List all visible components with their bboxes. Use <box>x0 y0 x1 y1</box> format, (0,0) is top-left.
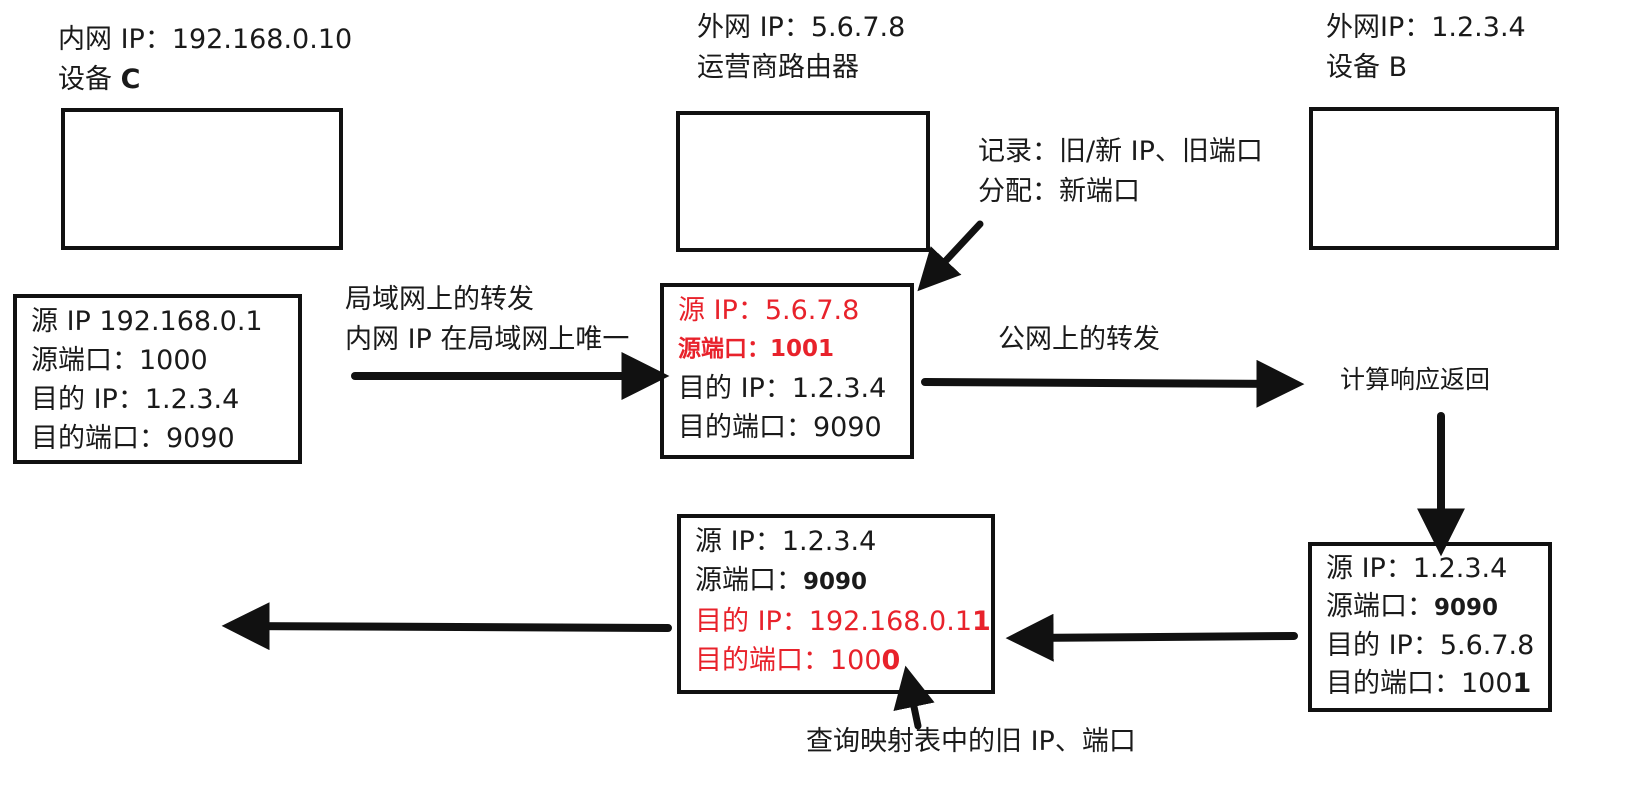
packet4-dst-ip-last: 1 <box>972 606 991 637</box>
arrow-router-note <box>917 220 984 292</box>
device-b-name: 设备 B <box>1326 52 1408 83</box>
arrow-wan-forward <box>921 359 1305 408</box>
packet1-dst-port: 目的端口：9090 <box>31 423 235 454</box>
packet2-src-ip: 源 IP：5.6.7.8 <box>678 295 860 326</box>
packet4-src-port-value: 9090 <box>803 569 868 595</box>
lan-note: 局域网上的转发 内网 IP 在局域网上唯一 <box>345 280 629 360</box>
router-label: 外网 IP：5.6.7.8 运营商路由器 <box>697 8 905 88</box>
device-c-box <box>61 108 343 250</box>
compute-note: 计算响应返回 <box>1340 365 1491 394</box>
packet4-dst-port-label: 目的端口：100 <box>695 645 882 676</box>
packet3-src-ip: 源 IP：1.2.3.4 <box>1326 553 1508 584</box>
lookup-note: 查询映射表中的旧 IP、端口 <box>806 726 1136 757</box>
arrow-lookup-pointer <box>893 665 935 730</box>
packet-outgoing-lan: 源 IP 192.168.0.1 源端口：1000 目的 IP：1.2.3.4 … <box>13 294 302 464</box>
packet3-dst-port-label: 目的端口：100 <box>1326 668 1513 699</box>
lan-note-title: 局域网上的转发 <box>345 284 534 315</box>
router-ip: 外网 IP：5.6.7.8 <box>697 12 906 43</box>
arrow-response-to-lan <box>221 602 672 651</box>
device-b-ip: 外网IP：1.2.3.4 <box>1326 12 1526 43</box>
packet4-src-ip: 源 IP：1.2.3.4 <box>695 526 877 557</box>
packet-response-lan: 源 IP：1.2.3.4 源端口：9090 目的 IP：192.168.0.11… <box>677 514 995 694</box>
router-box <box>676 111 930 252</box>
device-c-name: 设备 C <box>58 60 352 100</box>
device-c-name-letter: C <box>120 64 141 95</box>
router-note-record: 记录：旧/新 IP、旧端口 <box>978 136 1263 167</box>
router-note: 记录：旧/新 IP、旧端口 分配：新端口 <box>978 132 1263 212</box>
packet-response-wan: 源 IP：1.2.3.4 源端口：9090 目的 IP：5.6.7.8 目的端口… <box>1308 542 1552 712</box>
router-note-assign: 分配：新端口 <box>978 176 1140 207</box>
wan-note: 公网上的转发 <box>998 324 1160 355</box>
packet2-dst-port: 目的端口：9090 <box>678 412 882 443</box>
packet3-src-port-label: 源端口： <box>1326 591 1434 622</box>
packet3-dst-ip: 目的 IP：5.6.7.8 <box>1326 630 1535 661</box>
packet2-src-port: 源端口：1001 <box>678 336 835 362</box>
device-b-label: 外网IP：1.2.3.4 设备 B <box>1326 8 1526 88</box>
packet3-src-port-value: 9090 <box>1434 595 1499 621</box>
packet3-dst-port: 目的端口：1001 <box>1326 665 1534 703</box>
packet1-src-ip-text: 源 IP 192.168.0.1 <box>31 306 263 337</box>
packet3-src-port: 源端口：9090 <box>1326 588 1534 627</box>
device-c-name-prefix: 设备 <box>58 64 121 95</box>
packet4-dst-ip-label: 目的 IP：192.168.0.1 <box>695 606 973 637</box>
arrow-response-to-router <box>1005 613 1298 662</box>
lan-note-detail: 内网 IP 在局域网上唯一 <box>345 324 630 355</box>
packet2-dst-ip: 目的 IP：1.2.3.4 <box>678 373 887 404</box>
packet1-src-port: 源端口：1000 <box>31 345 208 376</box>
device-c-label: 内网 IP：192.168.0.10 设备 C <box>58 20 352 100</box>
device-c-ip: 内网 IP：192.168.0.10 <box>58 24 353 55</box>
packet-outgoing-wan: 源 IP：5.6.7.8 源端口：1001 目的 IP：1.2.3.4 目的端口… <box>660 283 914 459</box>
router-name: 运营商路由器 <box>697 52 859 83</box>
device-b-box <box>1309 107 1559 250</box>
packet1-src-ip: 源 IP 192.168.0.1 <box>31 302 284 341</box>
packet3-dst-port-last: 1 <box>1512 668 1532 699</box>
packet4-dst-ip: 目的 IP：192.168.0.11 <box>695 602 991 641</box>
packet4-dst-port: 目的端口：1000 <box>695 641 977 680</box>
packet1-dst-ip: 目的 IP：1.2.3.4 <box>31 384 240 415</box>
packet4-src-port-label: 源端口： <box>695 565 803 596</box>
packet4-src-port: 源端口：9090 <box>695 561 977 602</box>
